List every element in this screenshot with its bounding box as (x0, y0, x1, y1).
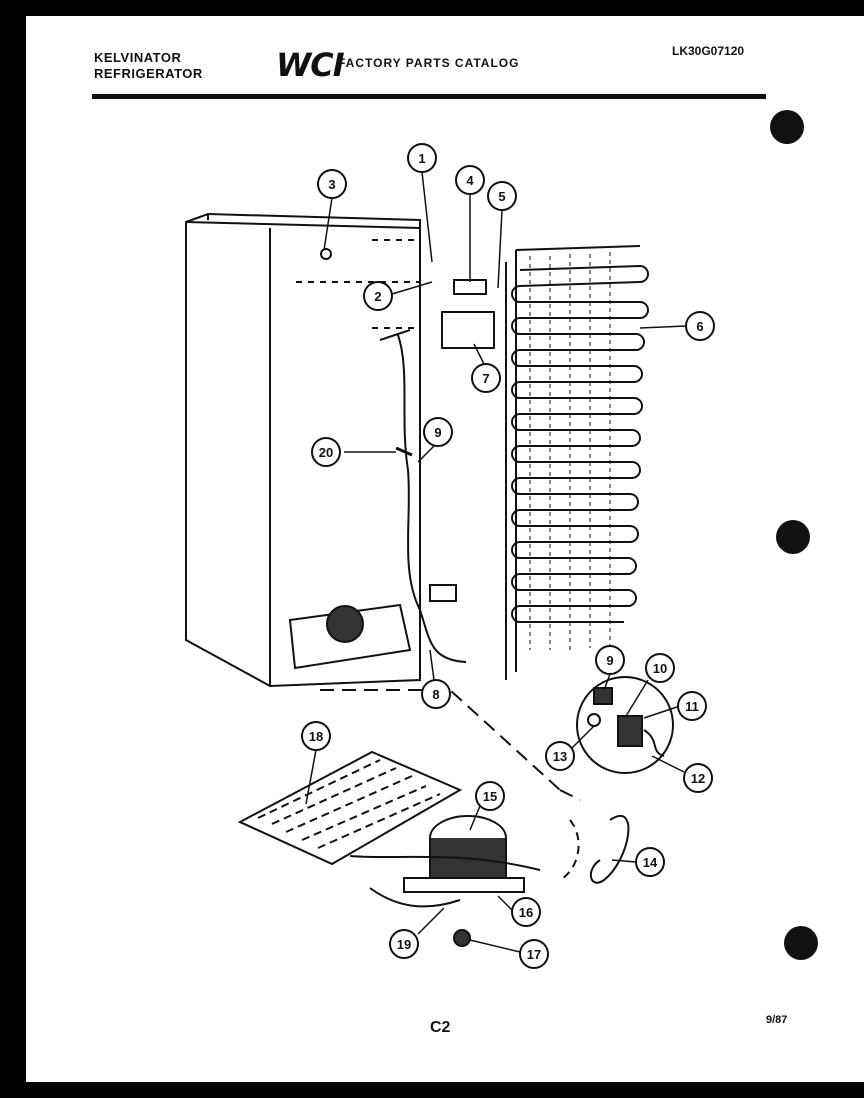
callout-17: 17 (519, 939, 549, 969)
callout-20: 20 (311, 437, 341, 467)
callout-7: 7 (471, 363, 501, 393)
catalog-title: FACTORY PARTS CATALOG (338, 56, 520, 70)
revision-date: 9/87 (766, 1014, 788, 1026)
callout-3: 3 (317, 169, 347, 199)
cabinet-drawing (185, 212, 421, 688)
callout-9-upper: 9 (423, 417, 453, 447)
callout-9: 9 (595, 645, 625, 675)
svg-text:9: 9 (606, 653, 613, 668)
binder-hole-top (770, 110, 804, 144)
callout-6: 6 (685, 311, 715, 341)
callout-14: 14 (635, 847, 665, 877)
callout-11: 11 (677, 691, 707, 721)
svg-text:6: 6 (696, 319, 703, 334)
svg-text:12: 12 (691, 771, 705, 786)
wci-logo: WCI (276, 46, 345, 84)
callout-5: 5 (487, 181, 517, 211)
svg-text:16: 16 (519, 905, 533, 920)
compressor (349, 815, 541, 947)
svg-text:20: 20 (319, 445, 333, 460)
page-code: C2 (430, 1019, 451, 1036)
svg-text:14: 14 (643, 855, 658, 870)
callout-8: 8 (421, 679, 451, 709)
wiring-and-tubing (379, 279, 495, 663)
product-type: REFRIGERATOR (94, 66, 203, 81)
binder-hole-middle (776, 520, 810, 554)
svg-text:13: 13 (553, 749, 567, 764)
callout-12: 12 (683, 763, 713, 793)
svg-text:11: 11 (685, 699, 699, 714)
header-rule (92, 94, 766, 99)
callout-2: 2 (363, 281, 393, 311)
svg-text:1: 1 (418, 151, 425, 166)
callout-4: 4 (455, 165, 485, 195)
svg-text:9: 9 (434, 425, 441, 440)
binder-hole-bottom (784, 926, 818, 960)
callout-18: 18 (301, 721, 331, 751)
base-pan (237, 689, 581, 908)
svg-text:15: 15 (483, 789, 497, 804)
callout-1: 1 (407, 143, 437, 173)
condenser-coil (505, 245, 649, 680)
capillary-tube (559, 815, 630, 884)
relay-overload-group (576, 676, 674, 774)
svg-text:3: 3 (328, 177, 335, 192)
svg-text:19: 19 (397, 937, 411, 952)
callout-10: 10 (645, 653, 675, 683)
callout-15: 15 (475, 781, 505, 811)
svg-text:5: 5 (498, 189, 505, 204)
svg-text:4: 4 (466, 173, 474, 188)
brand-name: KELVINATOR (94, 50, 182, 65)
svg-text:17: 17 (527, 947, 541, 962)
svg-text:8: 8 (432, 687, 439, 702)
callout-16: 16 (511, 897, 541, 927)
callout-13: 13 (545, 741, 575, 771)
svg-text:18: 18 (309, 729, 323, 744)
svg-text:7: 7 (482, 371, 489, 386)
leader-lines (305, 171, 687, 953)
model-number: LK30G07120 (672, 44, 745, 58)
svg-text:2: 2 (374, 289, 381, 304)
callout-19: 19 (389, 929, 419, 959)
svg-text:10: 10 (653, 661, 667, 676)
